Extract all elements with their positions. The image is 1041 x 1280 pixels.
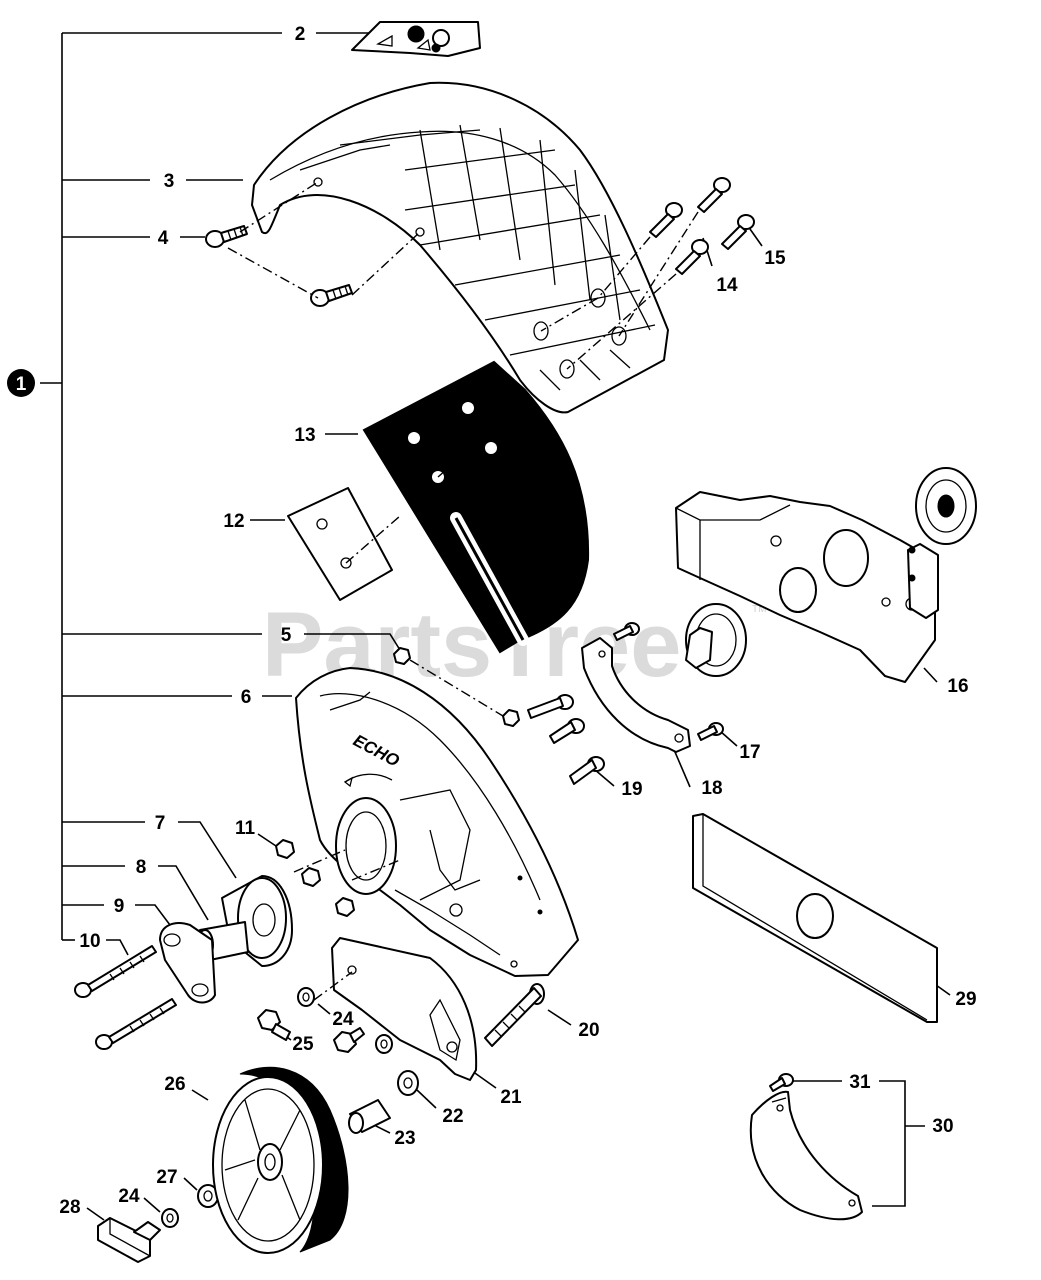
callout-25: 25 <box>292 1034 314 1055</box>
callout-31: 31 <box>849 1072 871 1093</box>
dash-4-c <box>351 231 421 296</box>
watermark-tm: TM <box>752 604 766 615</box>
part-4-screw-upper <box>205 225 248 248</box>
part-14-screw-b <box>697 177 731 213</box>
assembly-marker-label: 1 <box>16 374 27 395</box>
callout-15: 15 <box>764 248 786 269</box>
dash-11 <box>351 859 401 881</box>
part-19-screw-c <box>569 756 605 785</box>
dash-24 <box>313 971 353 1001</box>
callout-12: 12 <box>223 511 244 532</box>
part-11-nut-b <box>301 867 321 887</box>
callout-19: 19 <box>621 779 642 800</box>
part-26-wheel <box>212 1066 349 1254</box>
callout-23: 23 <box>394 1128 415 1149</box>
callout-24-upper: 24 <box>332 1009 354 1030</box>
part-16-pulley <box>915 467 977 545</box>
callout-22: 22 <box>442 1106 463 1127</box>
callout-26: 26 <box>164 1074 185 1095</box>
part-16-gearbox-bracket <box>675 491 939 683</box>
part-20-bolt <box>484 983 545 1047</box>
part-25-bolt-a <box>257 1009 291 1041</box>
callout-30: 30 <box>932 1116 953 1137</box>
callout-11: 11 <box>235 818 256 839</box>
callout-7: 7 <box>155 813 166 834</box>
part-6-main-guard: ECHO <box>295 667 579 977</box>
part-27-washer <box>197 1184 219 1208</box>
callout-10: 10 <box>79 931 100 952</box>
assembly-bracket <box>40 32 282 941</box>
leader-lines <box>86 32 951 1221</box>
part-21-wheel-bracket <box>331 937 478 1081</box>
part-12-clamp-plate <box>287 487 401 601</box>
callout-17: 17 <box>739 742 760 763</box>
callout-6: 6 <box>241 687 252 708</box>
callout-18: 18 <box>701 778 722 799</box>
dash-4-a <box>227 247 319 299</box>
callout-21: 21 <box>500 1087 522 1108</box>
part-16-hub <box>685 603 747 677</box>
callout-27: 27 <box>156 1167 177 1188</box>
part-10-bolt-lower <box>95 998 177 1050</box>
assembly-marker: 1 <box>7 369 35 397</box>
part-11-nut-c <box>335 897 355 917</box>
part-28-wing-knob <box>97 1217 161 1263</box>
part-3-upper-guard <box>251 81 669 414</box>
callout-24-lower: 24 <box>118 1186 140 1207</box>
part-31-screw <box>769 1073 794 1092</box>
part-22-washer <box>397 1070 419 1096</box>
callout-2: 2 <box>295 24 306 45</box>
part-19-screw-b <box>549 718 585 744</box>
dash-7 <box>293 849 346 873</box>
callout-9: 9 <box>114 896 125 917</box>
part-4-screw-lower <box>310 284 353 307</box>
callout-16: 16 <box>947 676 968 697</box>
part-24-washer-lower <box>161 1208 179 1228</box>
part-5-nut-a <box>393 647 411 665</box>
part-13-guard-flap <box>362 360 590 654</box>
dash-4-b <box>239 181 319 233</box>
dash-14-d <box>540 297 599 332</box>
part-24-washer-mid <box>375 1034 393 1054</box>
callout-29: 29 <box>955 989 976 1010</box>
part-15-screw <box>721 214 755 250</box>
callout-8: 8 <box>136 857 147 878</box>
callout-labels: 2 3 4 5 6 7 8 9 10 11 12 13 14 15 16 17 … <box>59 24 976 1218</box>
callout-5: 5 <box>281 625 292 646</box>
part-11-nut-a <box>275 839 295 859</box>
part-2-warning-decal <box>351 21 481 57</box>
part-23-spacer <box>348 1099 391 1134</box>
callout-3: 3 <box>164 171 175 192</box>
part-30-guard-cover <box>749 1090 863 1221</box>
part-14-screw-c <box>675 239 709 275</box>
part-25-bolt-b <box>333 1027 365 1053</box>
part-29-edger-blade <box>692 813 938 1023</box>
part-17-screw-upper <box>613 622 640 641</box>
dash-14-c <box>566 273 677 370</box>
dash-5 <box>409 659 504 717</box>
dash-14-a <box>597 236 651 299</box>
part-18-bracket <box>581 637 691 753</box>
dash-14-b <box>618 211 699 337</box>
part-19-screw-a <box>527 694 574 719</box>
callout-4: 4 <box>158 228 169 249</box>
callout-13: 13 <box>294 425 315 446</box>
part-17-screw <box>697 722 724 741</box>
part-14-screw-a <box>649 202 683 238</box>
part-5-nut-b <box>502 709 520 727</box>
part-9-clamp <box>159 922 216 1004</box>
callout-20: 20 <box>578 1020 599 1041</box>
part-24-washer-upper <box>297 987 315 1007</box>
callout-28: 28 <box>59 1197 80 1218</box>
callout-14: 14 <box>716 275 738 296</box>
part-10-bolt-upper <box>74 945 157 998</box>
